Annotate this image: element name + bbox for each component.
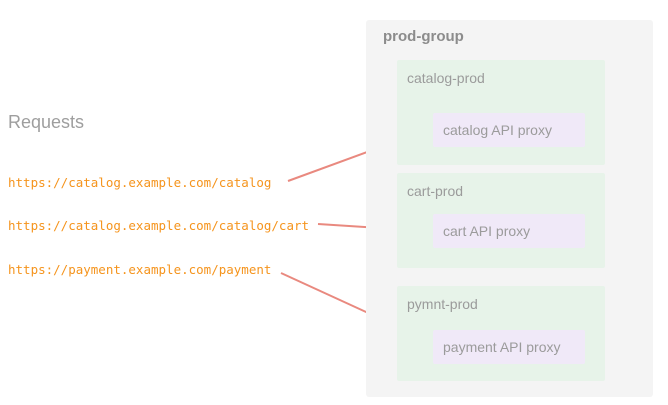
request-url-cart: https://catalog.example.com/catalog/cart [8, 218, 310, 233]
environment-box-catalog-prod: catalog-prod catalog API proxy [397, 60, 605, 165]
request-url-catalog: https://catalog.example.com/catalog [8, 175, 272, 190]
prod-group-title: prod-group [383, 28, 464, 45]
prod-group-box: prod-group catalog-prod catalog API prox… [366, 20, 653, 397]
environment-name: catalog-prod [407, 70, 485, 86]
proxy-label: catalog API proxy [443, 122, 552, 138]
proxy-label: cart API proxy [443, 223, 531, 239]
environment-box-cart-prod: cart-prod cart API proxy [397, 173, 605, 268]
requests-heading: Requests [8, 112, 85, 132]
environment-name: pymnt-prod [407, 296, 478, 312]
proxy-box-payment: payment API proxy [433, 330, 585, 364]
environment-name: cart-prod [407, 183, 464, 199]
proxy-label: payment API proxy [443, 339, 561, 355]
request-url-payment: https://payment.example.com/payment [8, 262, 272, 277]
proxy-box-cart: cart API proxy [433, 214, 585, 248]
environment-box-pymnt-prod: pymnt-prod payment API proxy [397, 286, 605, 381]
proxy-box-catalog: catalog API proxy [433, 113, 585, 147]
